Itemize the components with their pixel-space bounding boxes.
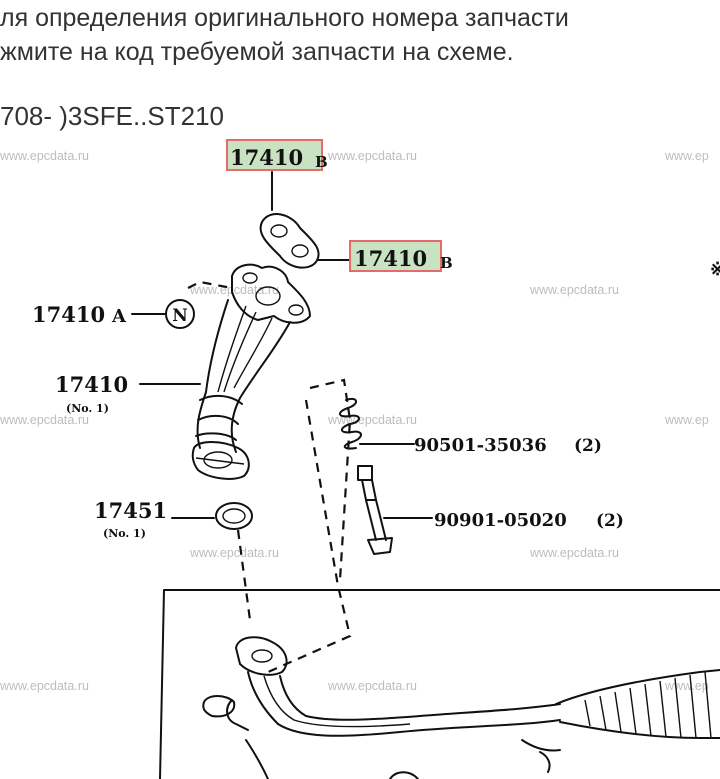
- part-link-17410a[interactable]: 17410 A: [32, 302, 127, 327]
- new-part-symbol: [165, 299, 195, 329]
- note-mark: ※: [710, 259, 720, 280]
- watermark: www.epcdata.ru: [0, 149, 89, 163]
- part-suffix: B: [315, 153, 328, 171]
- symbol-letter: N: [172, 306, 188, 326]
- part-link-90901-05020[interactable]: 90901-05020 (2): [434, 510, 624, 531]
- dashed-guide: [267, 399, 352, 674]
- part-code: 17410: [55, 372, 128, 397]
- part-code: 17410: [230, 145, 303, 170]
- watermark: www.epcdata.ru: [0, 679, 89, 693]
- gasket-illustration: [259, 213, 320, 269]
- front-pipe-illustration: [202, 636, 720, 779]
- highlight-box: [226, 139, 323, 171]
- part-qty: (2): [574, 436, 602, 456]
- watermark: www.epcdata.ru: [327, 679, 417, 693]
- assembly-frame: [159, 589, 720, 779]
- watermark: www.ep: [664, 149, 709, 163]
- gasket-ring-illustration: [215, 502, 253, 530]
- part-qty: (2): [596, 511, 624, 531]
- part-code: 17410: [354, 246, 427, 271]
- watermark: www.epcdata.ru: [0, 413, 89, 427]
- part-link-17410b-top[interactable]: 17410 B: [226, 139, 328, 171]
- watermark: www.epcdata.ru: [327, 149, 417, 163]
- watermark: www.ep: [664, 413, 709, 427]
- watermark: www.epcdata.ru: [189, 546, 279, 560]
- watermark: www.ep: [664, 679, 709, 693]
- part-link-17410[interactable]: 17410 (No. 1): [55, 372, 128, 415]
- part-code: 17451: [94, 498, 167, 523]
- part-code: 17410: [32, 302, 105, 327]
- dashed-guide: [236, 529, 252, 621]
- part-suffix: B: [440, 254, 453, 272]
- part-code: 90501-35036: [414, 435, 547, 456]
- instruction-line-1: ля определения оригинального номера запч…: [0, 4, 569, 32]
- dashed-leader: [187, 280, 233, 290]
- exhaust-pipe-illustration: [191, 263, 311, 480]
- part-suffix: A: [111, 306, 127, 327]
- part-code: 90901-05020: [434, 510, 567, 531]
- instruction-line-2: жмите на код требуемой запчасти на схеме…: [0, 38, 514, 66]
- part-link-17410b-mid[interactable]: 17410 B: [349, 240, 453, 272]
- part-note: (No. 1): [103, 527, 146, 540]
- spring-illustration: [339, 398, 362, 450]
- watermark: www.epcdata.ru: [529, 283, 619, 297]
- part-link-17451[interactable]: 17451 (No. 1): [94, 498, 167, 540]
- part-link-90501-35036[interactable]: 90501-35036 (2): [414, 435, 602, 456]
- bolt-illustration: [357, 465, 393, 555]
- watermark: www.epcdata.ru: [529, 546, 619, 560]
- part-note: (No. 1): [66, 402, 109, 415]
- highlight-box: [349, 240, 442, 272]
- model-range-label: 708- )3SFE..ST210: [0, 101, 224, 131]
